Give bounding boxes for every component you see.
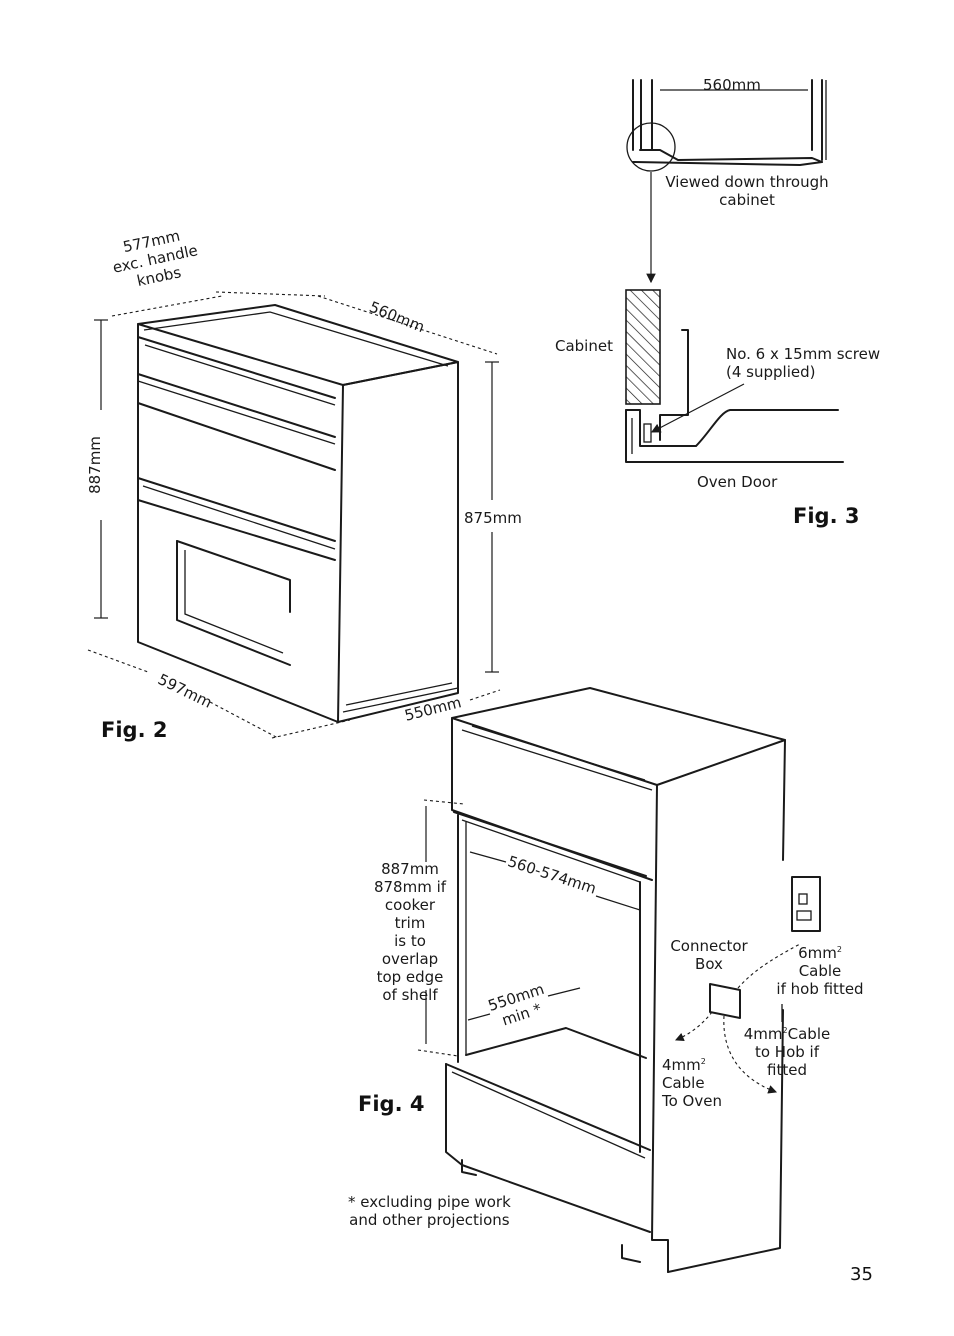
fig2-dim-875: 875mm [464,509,522,527]
fig4-height-note: 887mm 878mm if cooker trim is to overlap… [373,860,447,1004]
fig3-caption: Fig. 3 [793,504,860,528]
fig4-caption: Fig. 4 [358,1092,425,1116]
fig3-oven-door-label: Oven Door [697,473,778,491]
page-number: 35 [850,1264,873,1285]
fig3-dim-560: 560mm [703,76,761,94]
fig2-oven-drawing [87,291,501,739]
fig3-viewed-down-label: Viewed down through cabinet [665,173,829,209]
fig4-cable-4mm-hob-label: 4mm2Cable to Hob if fitted [743,1025,831,1079]
fig3-screw-label: No. 6 x 15mm screw (4 supplied) [726,345,881,381]
fig3-detail-drawing [625,79,844,463]
fig4-connector-box-label: Connector Box [670,937,748,973]
fig4-housing-drawing [417,687,821,1273]
fig2-dim-887: 887mm [85,436,104,494]
fig2-caption: Fig. 2 [101,718,168,742]
fig4-footnote: * excluding pipe work and other projecti… [348,1193,511,1229]
fig3-cabinet-label: Cabinet [555,337,613,355]
